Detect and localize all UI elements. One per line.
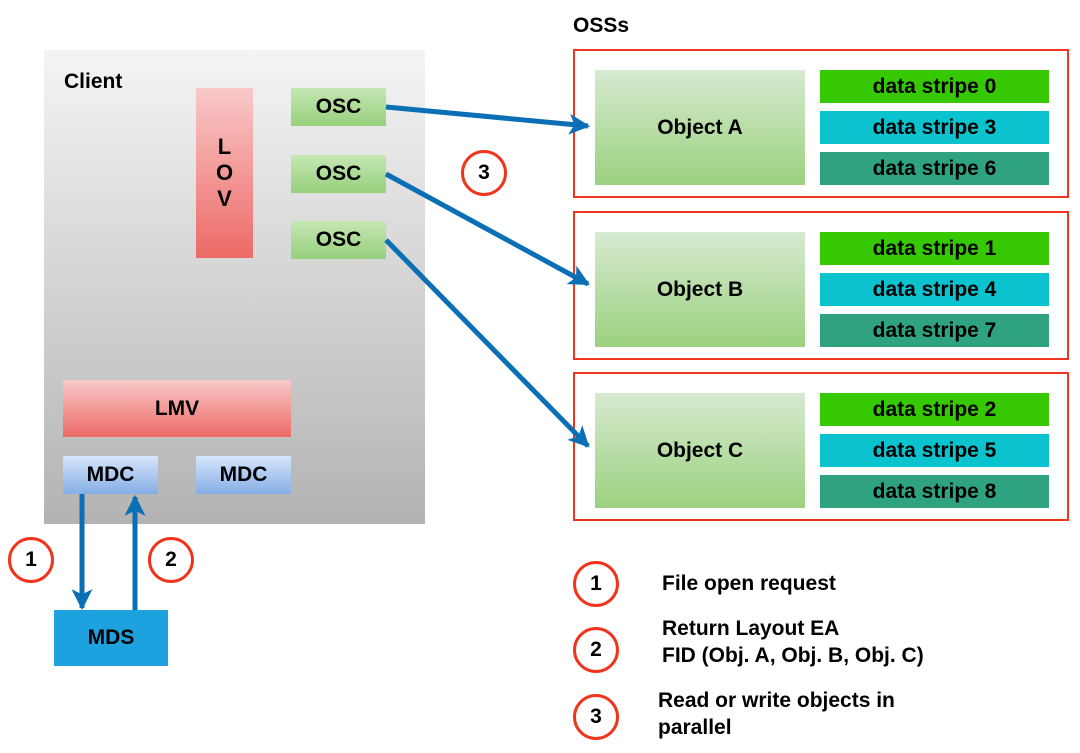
step-marker-1: 1 — [8, 537, 54, 583]
step-number: 2 — [165, 548, 177, 571]
object-label: Object B — [656, 277, 744, 301]
legend-text-2: Return Layout EA FID (Obj. A, Obj. B, Ob… — [662, 615, 924, 669]
legend-number: 1 — [590, 572, 602, 595]
lov-block: L O V — [196, 88, 253, 258]
object-a: Object A — [595, 70, 805, 185]
osc-block-2: OSC — [291, 155, 386, 193]
osc-label: OSC — [315, 95, 362, 118]
step-marker-3: 3 — [461, 150, 507, 196]
legend-text-1: File open request — [662, 570, 836, 597]
lov-letter: O — [215, 160, 234, 185]
legend-line: Return Layout EA — [662, 617, 840, 640]
data-stripe: data stripe 6 — [820, 152, 1049, 185]
data-stripe: data stripe 5 — [820, 434, 1049, 467]
mds-label: MDS — [87, 626, 135, 649]
osc-block-1: OSC — [291, 88, 386, 126]
data-stripe: data stripe 2 — [820, 393, 1049, 426]
client-label: Client — [64, 70, 123, 93]
step-number: 3 — [478, 161, 490, 184]
legend-line: Read or write objects in — [658, 689, 895, 712]
lov-letter: V — [217, 186, 232, 211]
data-stripe: data stripe 3 — [820, 111, 1049, 144]
legend-line: File open request — [662, 572, 836, 595]
legend-marker-3: 3 — [573, 694, 619, 740]
osss-label: OSSs — [573, 14, 630, 37]
osc-label: OSC — [315, 162, 362, 185]
mdc-block-2: MDC — [196, 456, 291, 494]
data-stripe: data stripe 1 — [820, 232, 1049, 265]
legend-marker-2: 2 — [573, 627, 619, 673]
oss-box-a: Object A data stripe 0 data stripe 3 dat… — [573, 49, 1069, 198]
legend-text-3: Read or write objects in parallel — [658, 687, 895, 741]
osc-label: OSC — [315, 228, 362, 251]
data-stripe: data stripe 8 — [820, 475, 1049, 508]
lmv-label: LMV — [154, 396, 200, 420]
legend-number: 3 — [590, 705, 602, 728]
legend-line: FID (Obj. A, Obj. B, Obj. C) — [662, 644, 924, 667]
data-stripe: data stripe 0 — [820, 70, 1049, 103]
legend-marker-1: 1 — [573, 561, 619, 607]
mdc-block-1: MDC — [63, 456, 158, 494]
data-stripe: data stripe 4 — [820, 273, 1049, 306]
step-marker-2: 2 — [148, 537, 194, 583]
osc-block-3: OSC — [291, 221, 386, 259]
object-label: Object C — [656, 438, 744, 462]
object-c: Object C — [595, 393, 805, 508]
lov-letter: L — [217, 134, 232, 159]
legend-line: parallel — [658, 716, 732, 739]
object-label: Object A — [657, 115, 743, 139]
object-b: Object B — [595, 232, 805, 347]
step-number: 1 — [25, 548, 37, 571]
legend-number: 2 — [590, 638, 602, 661]
mdc-label: MDC — [219, 463, 268, 486]
oss-box-b: Object B data stripe 1 data stripe 4 dat… — [573, 211, 1069, 360]
lmv-block: LMV — [63, 380, 291, 437]
mdc-label: MDC — [86, 463, 135, 486]
data-stripe: data stripe 7 — [820, 314, 1049, 347]
oss-box-c: Object C data stripe 2 data stripe 5 dat… — [573, 372, 1069, 521]
mds-block: MDS — [54, 610, 168, 666]
